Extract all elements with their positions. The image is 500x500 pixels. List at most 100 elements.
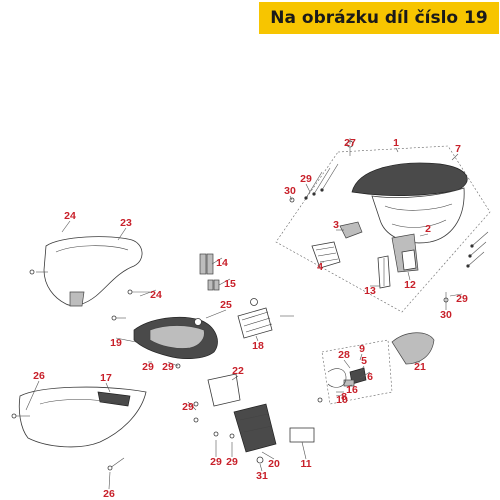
callout-22: 22 <box>231 365 244 381</box>
callout-leader <box>218 278 231 286</box>
callout-label: 27 <box>344 137 356 149</box>
callout-label: 31 <box>256 470 268 482</box>
callout-label: 12 <box>404 279 416 291</box>
callout-label: 2 <box>425 223 431 235</box>
part-14 <box>199 253 207 275</box>
callout-label: 26 <box>33 370 45 382</box>
callout-leader <box>139 289 157 297</box>
callout-18: 18 <box>252 335 264 352</box>
callout-leader <box>305 183 311 193</box>
callout-1: 1 <box>393 137 399 153</box>
callout-leader <box>335 394 343 397</box>
callout-leader <box>343 359 351 369</box>
callout-29: 29 <box>226 442 238 468</box>
callout-label: 30 <box>440 309 452 321</box>
callout-label: 29 <box>300 173 312 185</box>
callout-7: 7 <box>451 143 461 161</box>
callout-25: 25 <box>205 299 232 319</box>
callout-label: 30 <box>284 185 296 197</box>
callout-30: 30 <box>284 185 296 201</box>
callout-leader <box>108 471 111 490</box>
part-seat-base <box>371 187 465 244</box>
part-15 <box>207 279 214 291</box>
callout-leader <box>61 220 71 233</box>
part-20-plate <box>233 403 277 453</box>
callout-label: 13 <box>364 285 376 297</box>
part-18-bracket <box>237 307 273 339</box>
part-rear-fender <box>43 236 143 306</box>
callout-leader <box>211 257 223 265</box>
callout-12: 12 <box>404 271 416 291</box>
callout-6: 6 <box>359 371 373 383</box>
callout-leader <box>25 380 40 411</box>
callout-label: 29 <box>210 456 222 468</box>
callout-29: 29 <box>142 361 154 373</box>
callout-28: 28 <box>338 349 351 369</box>
callout-29: 29 <box>210 440 222 468</box>
callout-21: 21 <box>414 361 426 373</box>
callout-label: 29 <box>182 401 194 413</box>
callout-24: 24 <box>139 289 162 301</box>
callout-24: 24 <box>61 210 76 233</box>
part-seat <box>351 162 468 196</box>
part-22-plate <box>207 373 241 407</box>
callout-29: 29 <box>300 173 312 193</box>
callout-label: 8 <box>341 391 347 403</box>
callout-leader <box>261 451 275 460</box>
banner-title: Na obrázku díl číslo 19 <box>270 8 488 28</box>
callout-label: 5 <box>361 355 367 367</box>
callout-label: 18 <box>252 340 264 352</box>
callout-23: 23 <box>117 217 132 241</box>
callout-3: 3 <box>333 219 344 231</box>
callout-leader <box>359 353 363 361</box>
callout-13: 13 <box>364 285 380 297</box>
callout-30: 30 <box>440 304 452 321</box>
callout-29: 29 <box>162 361 179 373</box>
callout-leader <box>347 384 353 387</box>
callout-26: 26 <box>25 370 45 411</box>
callout-label: 3 <box>333 219 339 231</box>
callout-label: 26 <box>103 488 115 500</box>
callout-leader <box>395 147 399 153</box>
callout-leader <box>359 371 371 379</box>
callout-leader <box>167 361 179 367</box>
callout-label: 20 <box>268 458 280 470</box>
callout-29: 29 <box>182 401 197 413</box>
part-21-cover <box>391 332 435 365</box>
callout-leader <box>451 153 459 161</box>
callout-9: 9 <box>359 343 365 361</box>
callout-label: 28 <box>338 349 350 361</box>
callout-label: 1 <box>393 137 399 149</box>
callout-label: 22 <box>232 365 244 377</box>
callout-15: 15 <box>218 278 236 290</box>
part-number-banner: Na obrázku díl číslo 19 <box>259 2 499 34</box>
callout-label: 19 <box>110 337 122 349</box>
callout-20: 20 <box>261 451 280 470</box>
callout-2: 2 <box>419 223 431 237</box>
callout-11: 11 <box>300 441 312 470</box>
callout-label: 14 <box>216 257 228 269</box>
callout-31: 31 <box>256 463 268 482</box>
callout-4: 4 <box>317 261 324 273</box>
callout-label: 29 <box>226 456 238 468</box>
callout-label: 29 <box>162 361 174 373</box>
callout-label: 16 <box>346 384 358 396</box>
callout-17: 17 <box>100 372 112 393</box>
part-11-plate <box>289 427 315 443</box>
callout-leader <box>117 227 127 241</box>
callout-leader <box>359 365 365 373</box>
callout-leader <box>205 309 227 319</box>
callout-leader <box>105 382 111 393</box>
callout-10: 10 <box>335 394 348 406</box>
callout-label: 25 <box>220 299 232 311</box>
callout-label: 4 <box>317 261 323 273</box>
callout-19: 19 <box>110 337 137 349</box>
callout-leader <box>289 195 293 201</box>
callout-leader <box>115 337 137 343</box>
callout-leader <box>301 441 307 460</box>
callout-label: 9 <box>359 343 365 355</box>
callout-26: 26 <box>103 471 115 500</box>
callout-label: 17 <box>100 372 112 384</box>
callout-label: 23 <box>120 217 132 229</box>
